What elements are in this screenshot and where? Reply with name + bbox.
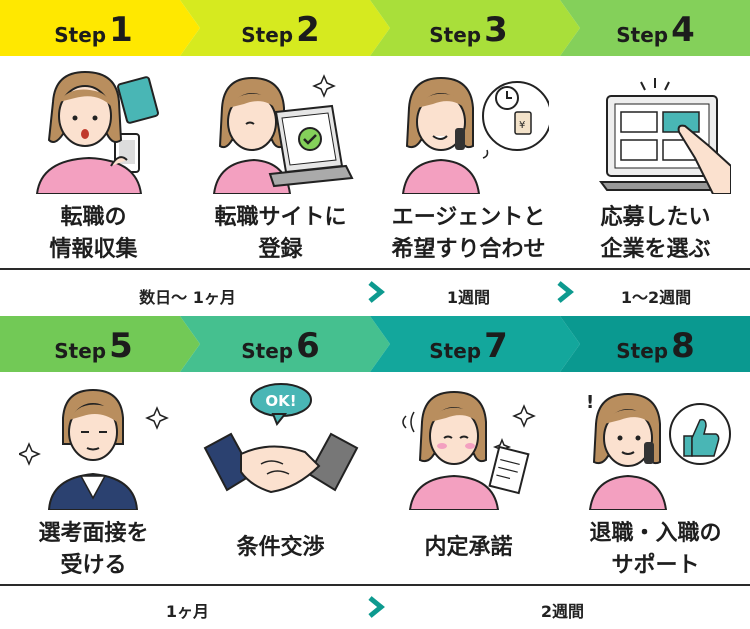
step-cell-1: 転職の情報収集	[0, 56, 187, 268]
step-cell-3: ¥ エージェントと希望すり合わせ	[375, 56, 562, 268]
banner-arrow-step-3	[370, 0, 580, 56]
banner-arrows-row-1	[0, 0, 750, 56]
chevron-right-icon	[368, 281, 385, 303]
step-caption-8: 退職・入職のサポート	[589, 521, 722, 578]
step-caption-6: 条件交渉	[236, 535, 325, 560]
banner-arrows-row-2	[0, 316, 750, 372]
laptop-selecting-icon	[598, 78, 731, 194]
handshake-icon: OK!	[203, 383, 358, 494]
divider-row-2-top	[0, 584, 750, 586]
step-cell-8: ! 退職・入職のサポート	[562, 372, 749, 584]
banner-arrow-step-6	[180, 316, 390, 372]
step-cell-2: 転職サイトに登録	[187, 56, 374, 268]
banner-arrow-step-8	[560, 316, 750, 372]
step-cell-7: 内定承諾	[375, 372, 562, 584]
banner-arrow-step-1	[0, 0, 200, 56]
step-cell-6: OK! 条件交渉	[187, 372, 374, 584]
duration-row1-2: 1週間	[446, 288, 491, 307]
svg-text:!: !	[586, 392, 594, 413]
duration-row1-3: 1〜2週間	[620, 288, 692, 307]
step-caption-2: 転職サイトに登録	[214, 205, 347, 262]
step-caption-4: 応募したい企業を選ぶ	[600, 205, 711, 262]
duration-row2-1: 1ヶ月	[165, 602, 210, 621]
woman-with-letter-icon	[401, 390, 536, 510]
banner-arrow-step-4	[560, 0, 750, 56]
step-caption-7: 内定承諾	[424, 535, 513, 560]
svg-text:OK!: OK!	[265, 392, 296, 410]
duration-row2-2: 2週間	[540, 602, 585, 621]
woman-with-documents-icon	[35, 70, 159, 194]
step-cell-4: 応募したい企業を選ぶ	[562, 56, 749, 268]
step-caption-1: 転職の情報収集	[49, 205, 138, 262]
step-cell-5: 選考面接を受ける	[0, 372, 187, 584]
banner-arrow-step-5	[0, 316, 200, 372]
woman-thumbs-up-icon: !	[586, 392, 731, 510]
svg-text:¥: ¥	[519, 120, 525, 131]
woman-on-phone-icon: ¥	[401, 76, 549, 194]
banner-arrow-step-7	[370, 316, 580, 372]
woman-in-suit-icon	[18, 388, 169, 510]
step-caption-3: エージェントと希望すり合わせ	[391, 205, 546, 262]
chevron-right-icon	[368, 596, 385, 618]
woman-with-laptop-icon	[212, 74, 354, 194]
duration-row1-1: 数日〜 1ヶ月	[139, 288, 236, 307]
divider-row-1-top	[0, 268, 750, 270]
step-caption-5: 選考面接を受ける	[38, 521, 149, 578]
chevron-right-icon	[557, 281, 574, 303]
banner-arrow-step-2	[180, 0, 390, 56]
